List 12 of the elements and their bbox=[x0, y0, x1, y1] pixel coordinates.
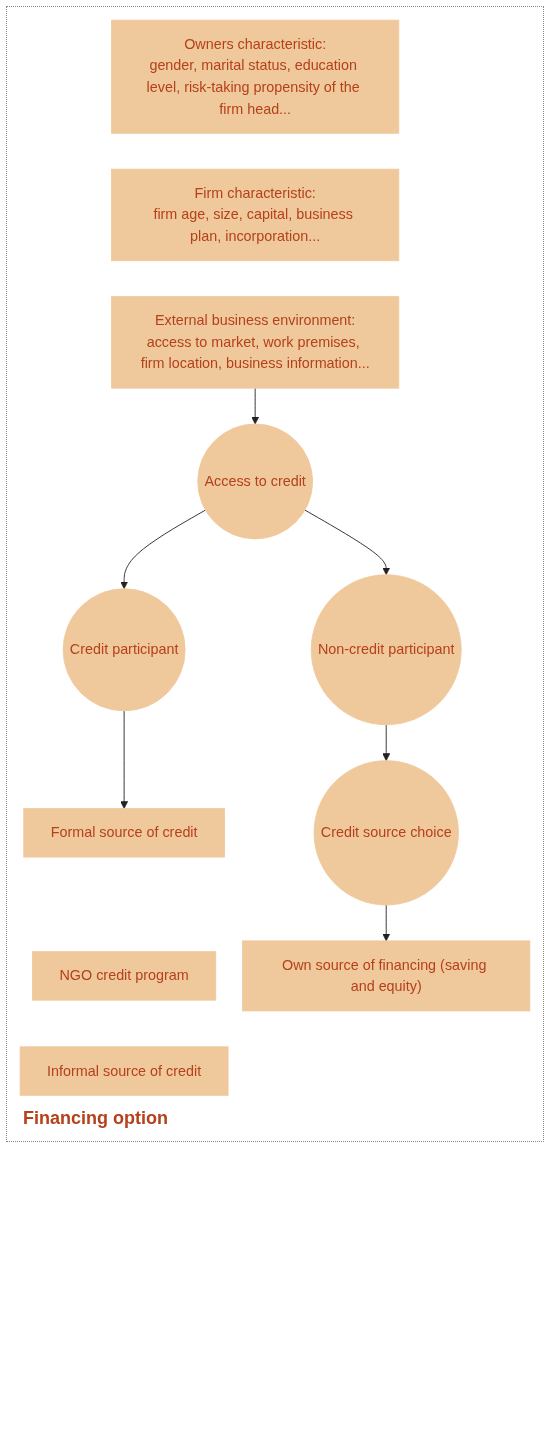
node-box: Owners characteristic: gender, marital status, education level, risk-taking propensity of the firm head... bbox=[111, 19, 400, 134]
node-box: NGO credit program bbox=[32, 951, 217, 1001]
node-circle: Access to credit bbox=[197, 423, 314, 540]
node-circle: Credit source choice bbox=[313, 760, 459, 906]
node-circle: Credit participant bbox=[62, 588, 186, 712]
node-box: Own source of financing (saving and equity) bbox=[242, 940, 531, 1012]
node-box: External business environment: access to market, work premises, firm location, business information... bbox=[111, 296, 400, 389]
node-box: Formal source of credit bbox=[23, 808, 225, 858]
node-box: Informal source of credit bbox=[19, 1046, 229, 1096]
node-box: Firm characteristic: firm age, size, capital, business plan, incorporation... bbox=[111, 168, 400, 262]
side-label: Financing option bbox=[23, 1108, 169, 1130]
node-circle: Non-credit participant bbox=[310, 574, 462, 726]
